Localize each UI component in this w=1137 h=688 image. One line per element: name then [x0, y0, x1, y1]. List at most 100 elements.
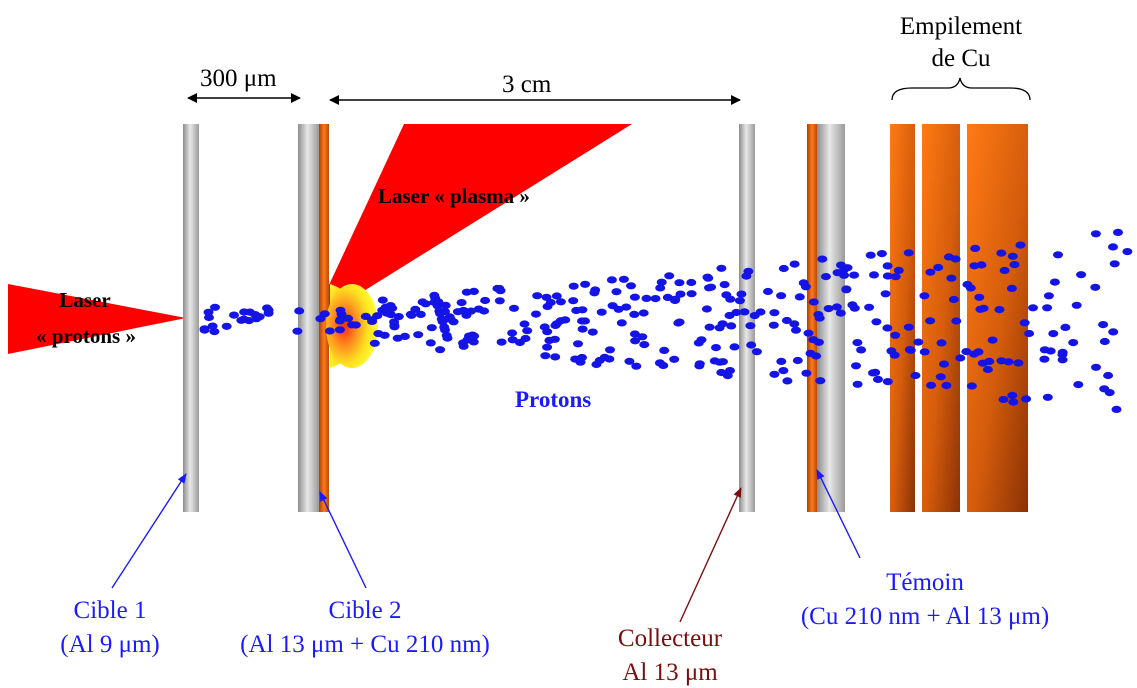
temoin-cu-layer	[807, 124, 817, 512]
proton-dot	[769, 309, 780, 317]
proton-dot	[975, 305, 986, 313]
proton-dot	[976, 261, 987, 269]
proton-cloud	[199, 228, 1133, 413]
proton-dot	[851, 362, 861, 370]
proton-dot	[1076, 271, 1087, 279]
protons-label: Protons	[515, 387, 592, 412]
proton-dot	[335, 315, 346, 323]
proton-dot	[555, 298, 566, 306]
proton-dot	[965, 284, 976, 292]
proton-dot	[903, 323, 914, 331]
proton-dot	[933, 263, 944, 272]
proton-dot	[729, 343, 740, 351]
proton-dot	[736, 290, 747, 298]
proton-dot	[904, 346, 915, 354]
proton-dot	[741, 272, 752, 280]
proton-dot	[605, 346, 615, 354]
proton-dot	[808, 298, 819, 306]
proton-dot	[1007, 391, 1018, 399]
cible-2-label-line1: Cible 2	[328, 597, 402, 624]
proton-dot	[670, 295, 681, 303]
proton-dot	[725, 367, 735, 375]
proton-dot	[910, 371, 921, 380]
proton-dot	[1057, 351, 1068, 359]
proton-dot	[573, 340, 583, 348]
proton-dot	[1113, 228, 1123, 236]
temoin-label-line1: Témoin	[886, 569, 964, 596]
proton-dot	[669, 355, 680, 363]
proton-dot	[555, 317, 566, 325]
proton-dot	[413, 331, 424, 339]
proton-dot	[936, 339, 947, 347]
proton-dot	[1099, 337, 1110, 346]
proton-dot	[864, 303, 875, 311]
proton-dot	[641, 294, 652, 302]
proton-dot	[686, 290, 697, 298]
proton-dot	[686, 278, 697, 287]
proton-dot	[659, 346, 670, 354]
proton-dot	[377, 296, 388, 304]
stack-title-line1: Empilement	[899, 13, 1023, 40]
proton-dot	[1024, 329, 1035, 338]
proton-dot	[711, 344, 721, 352]
temoin-label-line2: (Cu 210 nm + Al 13 μm)	[800, 603, 1050, 630]
proton-dot	[629, 293, 640, 301]
proton-dot	[445, 315, 456, 323]
proton-dot	[768, 321, 779, 329]
collecteur-label-line2: Al 13 μm	[622, 659, 718, 686]
proton-dot	[717, 320, 728, 328]
proton-dot	[539, 323, 550, 331]
proton-dot	[466, 307, 477, 315]
proton-dot	[852, 380, 863, 388]
proton-dot	[725, 295, 736, 303]
proton-dot	[480, 296, 491, 305]
proton-dot	[468, 338, 479, 346]
proton-dot	[998, 395, 1009, 404]
proton-dot	[674, 318, 685, 326]
laser-plasma-label: Laser « plasma »	[378, 184, 530, 208]
proton-dot	[545, 298, 556, 307]
proton-dot	[973, 348, 984, 356]
proton-dot	[440, 307, 450, 316]
proton-dot	[1108, 243, 1118, 251]
proton-dot	[549, 335, 560, 343]
proton-dot	[639, 341, 650, 349]
proton-dot	[1042, 304, 1053, 312]
proton-dot	[701, 305, 712, 313]
proton-dot	[550, 353, 561, 361]
proton-dot	[778, 264, 789, 273]
proton-dot	[1111, 405, 1122, 413]
proton-dot	[541, 293, 552, 301]
proton-dot	[347, 321, 357, 329]
dim-3cm-label: 3 cm	[502, 71, 552, 98]
proton-dot	[507, 329, 518, 337]
cible-1-foil	[183, 124, 199, 512]
proton-dot	[324, 327, 335, 335]
proton-dot	[703, 274, 714, 282]
collecteur-pointer	[679, 487, 742, 623]
proton-dot	[755, 308, 766, 316]
cible-1-label-line2: (Al 9 μm)	[60, 631, 160, 658]
proton-dot	[509, 304, 519, 312]
proton-dot	[1060, 323, 1071, 331]
proton-dot	[458, 339, 468, 347]
proton-dot	[385, 311, 396, 319]
proton-dot	[650, 295, 661, 303]
proton-dot	[717, 358, 728, 366]
proton-dot	[893, 266, 904, 274]
proton-dot	[426, 324, 437, 332]
proton-dot	[798, 279, 809, 287]
proton-dot	[392, 334, 403, 342]
proton-dot	[577, 306, 588, 314]
proton-dot	[389, 321, 400, 329]
proton-dot	[442, 334, 453, 342]
proton-dot	[1007, 252, 1018, 260]
proton-dot	[769, 370, 780, 378]
proton-dot	[440, 301, 451, 309]
proton-dot	[856, 346, 867, 354]
proton-dot	[745, 322, 756, 330]
proton-dot	[1013, 359, 1024, 367]
proton-dot	[221, 322, 232, 330]
proton-dot	[656, 278, 667, 286]
proton-dot	[1019, 319, 1030, 327]
